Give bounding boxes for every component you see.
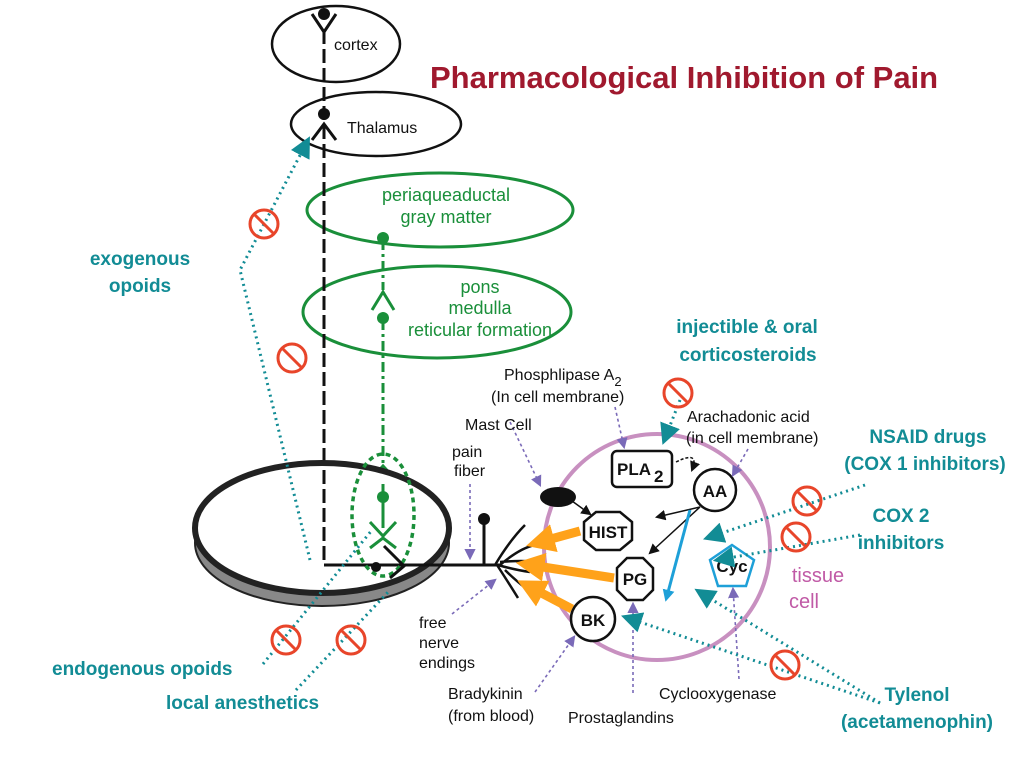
orange-arrows xyxy=(515,524,615,613)
no-sign-icon xyxy=(791,485,823,517)
aa-node: AA xyxy=(692,467,738,513)
endogenous-opioids-label: endogenous opoids xyxy=(52,659,233,680)
phospholipase-label: Phosphlipase A2 xyxy=(504,367,622,389)
svg-text:PG: PG xyxy=(623,570,648,589)
pag-label-line1: periaqueaductal xyxy=(382,185,510,205)
tylenol-line1: Tylenol xyxy=(884,685,949,706)
bk-node: BK xyxy=(569,595,617,643)
no-sign-icon xyxy=(769,649,801,681)
pag-label-line2: gray matter xyxy=(400,207,491,227)
pons-ellipse xyxy=(301,264,573,360)
free-nerve-label-line1: free xyxy=(419,615,447,632)
cortex-label: cortex xyxy=(334,37,378,54)
svg-text:HIST: HIST xyxy=(589,523,628,542)
bradykinin-label-line2: (from blood) xyxy=(448,708,534,725)
free-nerve-label-line3: endings xyxy=(419,655,475,672)
pg-node: PG xyxy=(615,556,655,602)
mast-cell xyxy=(540,487,576,507)
corticosteroids-line1: injectible & oral xyxy=(676,317,817,338)
pons-label-line3: reticular formation xyxy=(408,320,552,340)
phospholipase-label-line2: (In cell membrane) xyxy=(491,389,624,406)
svg-text:Cyc: Cyc xyxy=(716,557,747,576)
arachidonic-label-line2: (in cell membrane) xyxy=(686,430,818,447)
exogenous-opioids-line1: exogenous xyxy=(90,249,190,270)
svg-text:AA: AA xyxy=(703,482,728,501)
nsaid-line1: NSAID drugs xyxy=(869,427,986,448)
pain-fiber-label-line1: pain xyxy=(452,444,482,461)
arachidonic-label-line1: Arachadonic acid xyxy=(687,409,810,426)
mast-cell-label: Mast Cell xyxy=(465,417,532,434)
bradykinin-label-line1: Bradykinin xyxy=(448,686,523,703)
pla2-node: PLA 2 xyxy=(610,449,674,489)
no-sign-icon xyxy=(780,521,812,553)
corticosteroids-line2: corticosteroids xyxy=(679,345,816,366)
pla2-subscript: 2 xyxy=(654,467,663,486)
nsaid-line2: (COX 1 inhibitors) xyxy=(844,454,1006,475)
pla2-text: PLA xyxy=(617,460,651,479)
periaqueductal-ellipse xyxy=(305,171,575,249)
no-sign-icon xyxy=(248,208,280,240)
pons-label-line1: pons xyxy=(460,277,499,297)
cyclooxygenase-label: Cyclooxygenase xyxy=(659,686,777,703)
page-title: Pharmacological Inhibition of Pain xyxy=(430,60,938,95)
exogenous-opioids-line2: opoids xyxy=(109,276,171,297)
thalamus-label: Thalamus xyxy=(347,120,417,137)
hist-node: HIST xyxy=(582,510,634,552)
no-sign-icon xyxy=(276,342,308,374)
no-sign-icon xyxy=(662,377,694,409)
spinal-receptor-icon xyxy=(368,484,407,580)
synapse-ring xyxy=(350,452,416,578)
pain-fiber-label-line2: fiber xyxy=(454,463,486,480)
cox2-line2: inhibitors xyxy=(858,533,945,554)
pons-label-line2: medulla xyxy=(448,298,512,318)
prostaglandins-label: Prostaglandins xyxy=(568,710,674,727)
cox2-line1: COX 2 xyxy=(872,506,929,527)
cyc-node: Cyc xyxy=(708,543,756,588)
no-sign-icon xyxy=(270,624,302,656)
tissue-label-line1: tissue xyxy=(792,565,844,587)
svg-text:BK: BK xyxy=(581,611,606,630)
tissue-label-line2: cell xyxy=(789,591,819,613)
free-nerve-label-line2: nerve xyxy=(419,635,459,652)
tylenol-line2: (acetamenophin) xyxy=(841,712,993,733)
cortex-ellipse xyxy=(270,4,402,84)
thalamus-ellipse xyxy=(289,90,463,158)
local-anesthetics-label: local anesthetics xyxy=(166,693,319,714)
pain-fiber xyxy=(404,513,541,599)
